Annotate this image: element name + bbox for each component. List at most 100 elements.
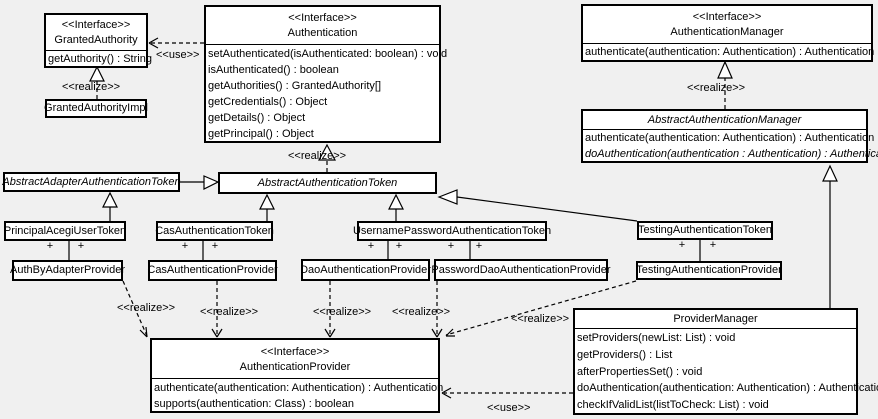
realize-label: <<realize>> <box>288 150 347 162</box>
class-header: ProviderManager <box>575 310 856 328</box>
edge-realize-testing-authentication-provider <box>445 280 637 337</box>
edge-realize-auth-by-adapter-provider <box>122 280 148 338</box>
class-cas-authentication-token: CasAuthenticationToken <box>155 221 274 241</box>
class-abstract-authentication-token: AbstractAuthenticationToken <box>218 172 437 194</box>
class-method: isAuthenticated() : boolean <box>208 64 339 76</box>
class-header: <<Interface>> GrantedAuthority <box>46 15 146 50</box>
class-authentication-manager: <<Interface>> AuthenticationManager auth… <box>581 4 875 62</box>
class-methods: setProviders(newList: List) : void getPr… <box>575 328 878 414</box>
class-stereotype: <<Interface>> <box>692 11 762 23</box>
class-methods: authenticate(authentication: Authenticat… <box>583 129 878 162</box>
class-stereotype: <<Interface>> <box>288 12 357 24</box>
class-name: AbstractAuthenticationToken <box>257 176 398 189</box>
edge-realize-granted-authority-impl <box>89 65 105 99</box>
class-method: afterPropertiesSet() : void <box>577 365 703 378</box>
class-methods: authenticate(authentication: Authenticat… <box>152 378 444 412</box>
realize-label: <<realize>> <box>200 306 259 318</box>
class-cas-authentication-provider: CasAuthenticationProvider <box>147 260 278 281</box>
class-method: authenticate(authentication: Authenticat… <box>154 382 444 394</box>
class-method: getCredentials() : Object <box>208 96 328 108</box>
class-password-dao-authentication-provider: PasswordDaoAuthenticationProvider <box>431 259 611 281</box>
use-label: <<use>> <box>487 402 531 414</box>
class-method: getProviders() : List <box>577 348 673 361</box>
class-name: AuthenticationManager <box>670 26 784 38</box>
class-method: setProviders(newList: List) : void <box>577 332 736 344</box>
edge-gen-provider-manager <box>822 164 838 308</box>
class-header: <<Interface>> Authentication <box>206 7 439 44</box>
class-methods: setAuthenticated(isAuthenticated: boolea… <box>206 44 448 142</box>
class-method: supports(authentication: Class) : boolea… <box>154 398 354 410</box>
edge-use-authentication-provider <box>441 387 573 399</box>
realize-label: <<realize>> <box>117 302 176 314</box>
edge-gen-testing-authentication-token <box>437 189 638 222</box>
class-header: AbstractAuthenticationManager <box>583 111 866 129</box>
class-method: authenticate(authentication: Authenticat… <box>585 46 875 58</box>
class-granted-authority: <<Interface>> GrantedAuthority getAuthor… <box>44 13 152 68</box>
class-name: AuthByAdapterProvider <box>10 264 125 276</box>
class-name: CasAuthenticationToken <box>155 224 274 237</box>
class-method: doAuthentication(authentication: Authent… <box>577 382 878 395</box>
use-label: <<use>> <box>156 49 200 61</box>
class-method: authenticate(authentication: Authenticat… <box>585 132 875 144</box>
realize-label: <<realize>> <box>392 306 451 318</box>
edge-gen-abstract-adapter-token <box>180 175 220 190</box>
edge-realize-dao-authentication-provider <box>324 281 336 338</box>
class-name: GrantedAuthorityImpl <box>44 102 148 114</box>
association-end-label: + <box>181 240 189 252</box>
class-name: TestingAuthenticationToken <box>638 224 772 236</box>
class-header: <<Interface>> AuthenticationProvider <box>152 340 438 378</box>
realize-label: <<realize>> <box>62 81 121 93</box>
class-name: PasswordDaoAuthenticationProvider <box>431 263 611 276</box>
class-header: <<Interface>> AuthenticationManager <box>583 6 871 43</box>
class-method: getAuthorities() : GrantedAuthority[] <box>208 80 382 92</box>
class-provider-manager: ProviderManager setProviders(newList: Li… <box>573 308 878 415</box>
edge-realize-abstract-authentication-manager <box>717 60 733 109</box>
class-auth-by-adapter-provider: AuthByAdapterProvider <box>10 260 125 281</box>
class-name: ProviderManager <box>673 313 758 325</box>
class-name: UsernamePasswordAuthenticationToken <box>352 224 552 237</box>
class-method: getDetails() : Object <box>208 112 306 124</box>
class-name: Authentication <box>287 27 358 39</box>
class-dao-authentication-provider: DaoAuthenticationProvider <box>300 259 431 281</box>
class-stereotype: <<Interface>> <box>61 19 131 31</box>
edge-realize-cas-authentication-provider <box>211 281 223 338</box>
class-authentication-provider: <<Interface>> AuthenticationProvider aut… <box>150 338 444 413</box>
class-username-password-authentication-token: UsernamePasswordAuthenticationToken <box>353 221 551 241</box>
association-end-label: + <box>475 240 483 252</box>
edge-realize-abstract-authentication-token <box>318 143 336 172</box>
edge-gen-principal-acegi-user-token <box>102 191 118 221</box>
association-end-label: + <box>77 240 85 252</box>
edge-gen-username-password-token <box>388 193 404 221</box>
class-name: AbstractAuthenticationManager <box>647 114 802 126</box>
class-name: DaoAuthenticationProvider <box>300 263 431 276</box>
edge-use-granted-authority <box>148 37 204 49</box>
class-abstract-authentication-manager: AbstractAuthenticationManager authentica… <box>581 109 878 163</box>
class-methods: authenticate(authentication: Authenticat… <box>583 43 875 60</box>
association-end-label: + <box>367 240 375 252</box>
edge-gen-cas-authentication-token <box>259 193 275 221</box>
association-end-label: + <box>395 240 403 252</box>
class-principal-acegi-user-token: PrincipalAcegiUserToken <box>4 221 126 241</box>
association-end-label: + <box>709 239 717 251</box>
class-testing-authentication-provider: TestingAuthenticationProvider <box>636 261 782 280</box>
class-authentication: <<Interface>> Authentication setAuthenti… <box>204 5 448 143</box>
class-name: PrincipalAcegiUserToken <box>3 224 127 237</box>
class-method: setAuthenticated(isAuthenticated: boolea… <box>208 48 448 60</box>
association-end-label: + <box>678 239 686 251</box>
class-stereotype: <<Interface>> <box>260 346 330 358</box>
class-testing-authentication-token: TestingAuthenticationToken <box>637 221 773 240</box>
class-name: AbstractAdapterAuthenticationToken <box>2 175 181 188</box>
realize-label: <<realize>> <box>687 82 746 94</box>
class-name: TestingAuthenticationProvider <box>636 264 782 276</box>
class-method: checkIfValidList(listToCheck: List) : vo… <box>577 399 769 412</box>
class-method: getAuthority() : String <box>48 53 152 65</box>
association-end-label: + <box>447 240 455 252</box>
class-granted-authority-impl: GrantedAuthorityImpl <box>44 99 148 118</box>
edge-realize-password-dao-provider <box>431 281 443 338</box>
class-methods: getAuthority() : String <box>46 50 152 66</box>
class-abstract-adapter-authentication-token: AbstractAdapterAuthenticationToken <box>2 172 181 192</box>
association-end-label: + <box>211 240 219 252</box>
realize-label: <<realize>> <box>511 313 570 325</box>
